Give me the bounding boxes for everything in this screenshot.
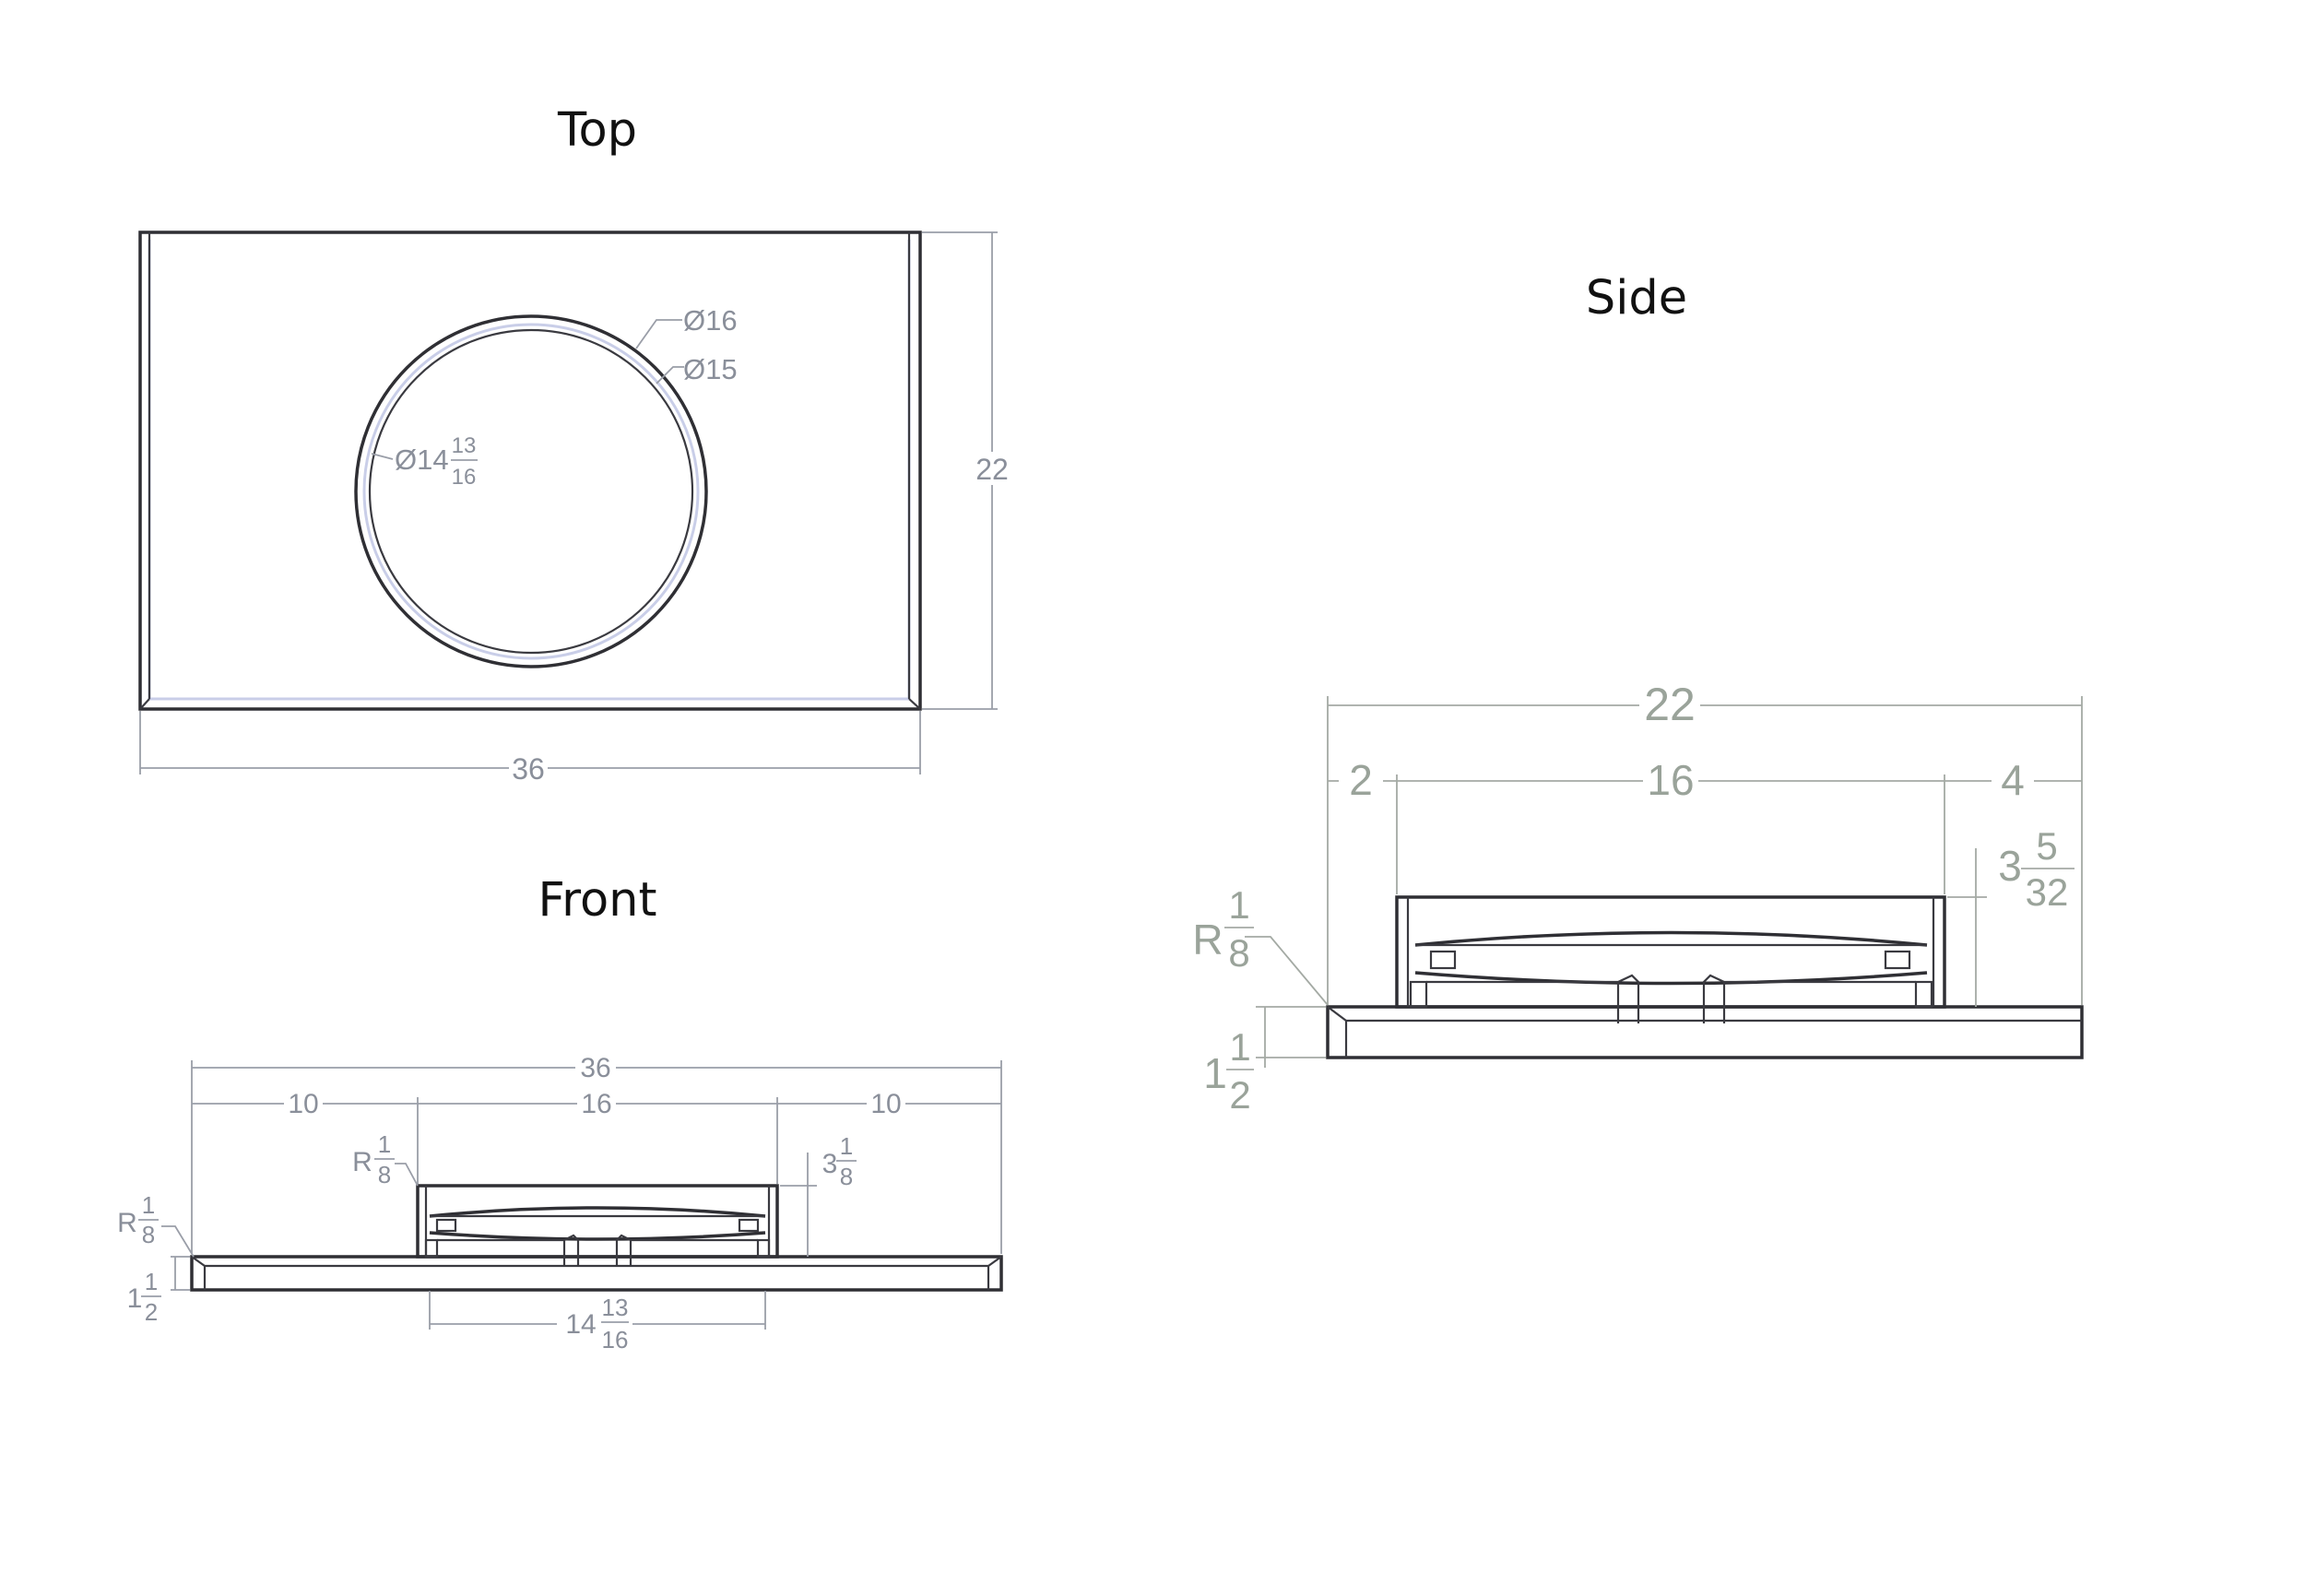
- side-height-whole: 3: [1998, 842, 2022, 890]
- height-label-bg: [975, 452, 1009, 485]
- width-label-bg: [509, 751, 548, 783]
- top-slab-inner-edge: [148, 240, 911, 701]
- front-view: Front 36 10 16: [117, 873, 1003, 1354]
- mid-diameter-label: Ø15: [683, 353, 738, 385]
- front-bowl-radius-den: 8: [378, 1161, 391, 1188]
- bowl-mid-circle: [362, 323, 700, 660]
- side-height-num: 5: [2036, 824, 2057, 868]
- front-slab-bevel-left: [191, 1256, 206, 1267]
- side-bowl-body: [1395, 895, 1946, 1009]
- side-slab-bevel: [1327, 1006, 1347, 1022]
- front-drain-left: [437, 1234, 580, 1267]
- side-bowl-width-label: 16: [1647, 756, 1694, 804]
- inner-diameter-num: 13: [452, 433, 477, 458]
- side-radius-prefix: R: [1192, 916, 1223, 964]
- leader-outer-diameter: [635, 319, 682, 349]
- side-radius-leader: [1245, 936, 1329, 1006]
- front-foot-left: [424, 1238, 439, 1259]
- front-height-whole: 3: [822, 1149, 838, 1179]
- front-bowl-width-label: 16: [581, 1089, 611, 1119]
- front-overall-label-bg: [575, 1053, 616, 1082]
- front-height-num: 1: [840, 1132, 853, 1160]
- front-slab-whole: 1: [127, 1283, 143, 1314]
- front-height-den: 8: [840, 1163, 853, 1190]
- front-left-offset-label: 10: [288, 1089, 318, 1119]
- front-slab: [190, 1255, 1003, 1292]
- front-bowl-rim-top: [429, 1206, 766, 1218]
- front-left-offset-bg: [284, 1090, 323, 1117]
- side-right-offset-bg: [1992, 762, 2034, 800]
- front-drain-num: 13: [602, 1294, 629, 1321]
- side-left-offset-bg: [1339, 762, 1383, 800]
- top-view: Top Ø16 Ø15 Ø14 13 16 22 36: [138, 103, 1009, 786]
- side-overall-label: 22: [1644, 679, 1696, 730]
- front-drain-den: 16: [602, 1326, 629, 1354]
- side-bowl-rim-bottom: [1414, 971, 1928, 986]
- front-right-offset-label: 10: [870, 1089, 901, 1119]
- front-drain-whole: 14: [565, 1309, 596, 1340]
- side-left-offset-label: 2: [1349, 756, 1373, 804]
- leader-inner-diameter: [371, 453, 394, 460]
- side-drain-left: [1426, 974, 1640, 1023]
- inner-diameter-den: 16: [452, 465, 477, 490]
- side-bowl-width-bg: [1643, 762, 1698, 800]
- side-overall-label-bg: [1639, 684, 1700, 727]
- front-bowl-width-bg: [577, 1090, 616, 1117]
- side-foot-left: [1409, 980, 1428, 1009]
- front-view-title: Front: [538, 873, 657, 928]
- top-slab-bevel-left: [139, 698, 150, 710]
- bowl-outer-circle: [354, 314, 708, 668]
- side-clip-right: [1884, 950, 1911, 970]
- side-foot-right: [1914, 980, 1933, 1009]
- front-foot-right: [756, 1238, 771, 1259]
- side-bowl-rim-top: [1414, 930, 1928, 947]
- side-slab-whole: 1: [1203, 1049, 1227, 1097]
- side-slab-num: 1: [1229, 1025, 1250, 1069]
- front-right-offset-bg: [867, 1090, 905, 1117]
- front-drain-label-bg: [557, 1298, 632, 1352]
- side-height-den: 32: [2026, 870, 2069, 914]
- front-bowl-radius-leader: [395, 1163, 419, 1187]
- front-edge-radius-num: 1: [142, 1191, 155, 1219]
- front-overall-label: 36: [580, 1053, 610, 1083]
- front-clip-left: [435, 1218, 457, 1233]
- side-view: Side 22 2 16 4: [1192, 271, 2084, 1117]
- front-bowl-rim-bottom: [429, 1231, 766, 1241]
- outer-diameter-label: Ø16: [683, 304, 738, 337]
- height-label: 22: [975, 453, 1009, 486]
- front-edge-radius-den: 8: [142, 1221, 155, 1248]
- front-bowl-radius-num: 1: [378, 1130, 391, 1158]
- leader-mid-diameter: [656, 366, 684, 384]
- top-slab-outline: [138, 231, 922, 711]
- front-edge-radius-prefix: R: [117, 1208, 137, 1238]
- side-slab-den: 2: [1229, 1073, 1250, 1117]
- side-right-offset-label: 4: [2001, 756, 2025, 804]
- bowl-inner-circle: [368, 328, 694, 655]
- front-bowl-radius-prefix: R: [352, 1147, 372, 1177]
- front-slab-den: 2: [145, 1298, 158, 1326]
- top-slab-bevel-right: [908, 698, 921, 710]
- side-clip-left: [1429, 950, 1457, 970]
- front-drain-right: [615, 1234, 758, 1267]
- front-slab-bevel-right: [987, 1256, 1002, 1267]
- front-edge-radius-leader: [161, 1225, 195, 1258]
- side-radius-num: 1: [1228, 883, 1249, 927]
- width-label: 36: [512, 752, 545, 786]
- side-view-title: Side: [1586, 271, 1687, 325]
- side-drain-right: [1702, 974, 1916, 1023]
- front-slab-num: 1: [145, 1268, 158, 1295]
- side-radius-den: 8: [1228, 931, 1249, 975]
- top-view-title: Top: [557, 103, 637, 158]
- front-clip-right: [738, 1218, 760, 1233]
- front-bowl-body: [416, 1184, 779, 1259]
- inner-diameter-whole: Ø14: [395, 443, 449, 476]
